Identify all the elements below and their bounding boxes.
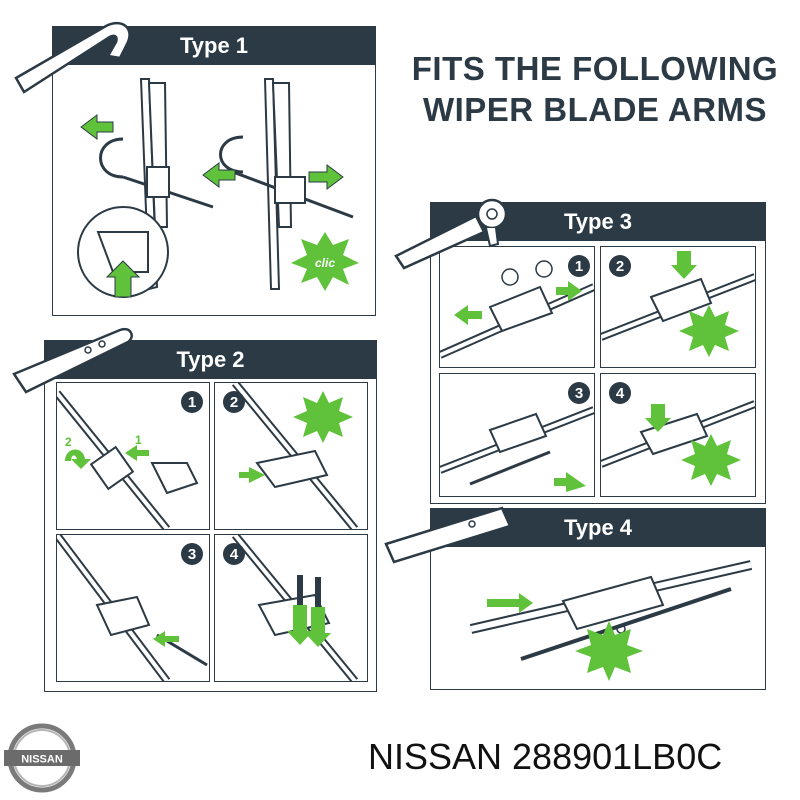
rotate-arrow-icon [65, 449, 91, 469]
type3-step1-cell: 1 [439, 246, 595, 368]
type2-arm-icon [12, 327, 133, 394]
type2-step3-cell: 3 [56, 534, 210, 682]
step-number-badge: 3 [568, 382, 590, 404]
click-burst-icon [575, 621, 643, 681]
arrow-number-1: 1 [135, 433, 142, 447]
arrow-number-2: 2 [65, 435, 72, 449]
nissan-logo-icon: NISSAN [4, 723, 80, 793]
arrow-down-icon [671, 251, 697, 279]
step-number-badge: 4 [223, 543, 245, 565]
type1-arm-icon [14, 21, 131, 94]
type3-step2-cell: 2 [600, 246, 756, 368]
click-burst-icon [679, 305, 739, 357]
arrow-right-icon [239, 467, 265, 483]
type1-illustration: clic [77, 78, 359, 298]
fits-heading: FITS THE FOLLOWING WIPER BLADE ARMS [400, 48, 790, 130]
arrow-left-icon [80, 114, 114, 140]
type3-step4-cell: 4 [600, 373, 756, 497]
arrow-down-icon [305, 607, 331, 647]
type2-step4-cell: 4 [214, 534, 368, 682]
heading-line-2: WIPER BLADE ARMS [422, 91, 768, 128]
arrow-left-icon [202, 162, 236, 188]
logo-text: NISSAN [21, 754, 63, 766]
arrow-left-icon [153, 631, 179, 647]
click-burst-icon [681, 434, 741, 486]
type4-arm-icon [384, 506, 512, 564]
step-number-badge: 3 [181, 543, 203, 565]
step-number-badge: 2 [609, 255, 631, 277]
click-burst-icon [293, 391, 353, 443]
step-number-badge: 4 [609, 382, 631, 404]
arrow-down-icon [645, 404, 671, 432]
arrow-up-left-icon [554, 472, 586, 492]
type2-step2-cell: 2 [214, 382, 368, 530]
arrow-right-icon [556, 281, 582, 301]
type4-illustration [469, 560, 753, 681]
screw-icon [315, 577, 321, 607]
arrow-left-icon [454, 305, 482, 325]
arrow-left-icon [125, 445, 149, 461]
step-number-badge: 1 [568, 255, 590, 277]
arrow-right-icon [308, 164, 344, 190]
type3-step3-cell: 3 [439, 373, 595, 497]
arrow-up-icon [105, 260, 141, 298]
type4-panel: Type 4 [430, 508, 766, 690]
heading-line-1: FITS THE FOLLOWING [411, 50, 779, 87]
click-label: clic [315, 256, 335, 270]
screw-icon [297, 575, 303, 605]
step-number-badge: 1 [181, 391, 203, 413]
type3-arm-icon [394, 198, 508, 270]
part-number-label: NISSAN 288901LB0C [368, 736, 723, 777]
click-burst-icon [291, 232, 359, 291]
arrow-right-icon [487, 593, 533, 613]
type2-step1-cell: 2 1 1 [56, 382, 210, 530]
arrow-down-icon [287, 605, 313, 645]
step-number-badge: 2 [223, 391, 245, 413]
type1-panel: Type 1 clic [52, 26, 376, 316]
